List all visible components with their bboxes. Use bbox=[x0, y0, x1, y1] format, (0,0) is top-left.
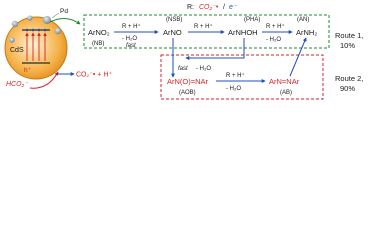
svg-text:Route 1,: Route 1, bbox=[335, 31, 363, 40]
step-nb-to-nsb: R + H⁺ - H₂O fast bbox=[114, 23, 159, 49]
step-pha-to-an: R + H⁺ - H₂O bbox=[262, 23, 293, 43]
svg-text:ArN=NAr: ArN=NAr bbox=[269, 77, 300, 86]
cds-sphere bbox=[4, 16, 68, 80]
compound-nb: ArNO₂ (NB) bbox=[88, 28, 110, 47]
pd-nanoparticle bbox=[43, 16, 51, 24]
svg-text:(AOB): (AOB) bbox=[179, 90, 196, 96]
svg-text:R + H⁺: R + H⁺ bbox=[194, 23, 213, 30]
svg-text:fast: fast bbox=[126, 43, 136, 49]
route-1-label: Route 1, 10% bbox=[335, 31, 363, 50]
route-2-label: Route 2, 90% bbox=[335, 74, 363, 93]
co2-radical-product: CO₂⁻• + H⁺ bbox=[76, 72, 112, 79]
step-aob-to-ab: R + H⁺ - H₂O bbox=[216, 72, 266, 92]
step-nsb-to-pha: R + H⁺ bbox=[188, 23, 225, 34]
svg-text:90%: 90% bbox=[340, 84, 355, 93]
compound-pha: (PHA) ArNHOH bbox=[228, 17, 260, 37]
svg-text:(AN): (AN) bbox=[297, 17, 309, 23]
svg-text:ArN(O)=NAr: ArN(O)=NAr bbox=[167, 77, 209, 86]
pd-nanoparticle bbox=[11, 20, 19, 28]
svg-text:fast: fast bbox=[178, 66, 188, 72]
svg-text:(NSB): (NSB) bbox=[166, 17, 182, 23]
holes-label: h⁺ bbox=[24, 67, 32, 74]
reaction-scheme: h⁺ CdS Pd HCO₂⁻ CO₂⁻• + H⁺ R: CO₂⁻• / e⁻… bbox=[4, 4, 363, 100]
svg-text:(PHA): (PHA) bbox=[244, 17, 260, 23]
electron: e⁻ bbox=[229, 4, 238, 11]
route-2-box bbox=[160, 54, 324, 100]
svg-text:R + H⁺: R + H⁺ bbox=[266, 23, 285, 30]
svg-text:(AB): (AB) bbox=[280, 90, 292, 96]
radical-legend: R: CO₂⁻• / e⁻ bbox=[187, 4, 238, 11]
svg-text:R + H⁺: R + H⁺ bbox=[122, 23, 141, 30]
compound-an: (AN) ArNH₂ bbox=[296, 17, 317, 37]
svg-text:/: / bbox=[223, 4, 225, 11]
co2-radical: CO₂⁻• bbox=[199, 4, 219, 11]
compound-aob: ArN(O)=NAr (AOB) bbox=[167, 77, 209, 96]
svg-text:ArNO₂: ArNO₂ bbox=[88, 28, 110, 37]
svg-text:R + H⁺: R + H⁺ bbox=[226, 72, 245, 79]
photocatalyst-particle: h⁺ CdS Pd bbox=[4, 8, 81, 80]
svg-text:- H₂O: - H₂O bbox=[122, 36, 137, 42]
svg-text:Route 2,: Route 2, bbox=[335, 74, 363, 83]
step-ab-to-an bbox=[289, 37, 307, 77]
pd-label: Pd bbox=[60, 8, 68, 15]
compound-ab: ArN=NAr (AB) bbox=[269, 77, 300, 96]
svg-text:10%: 10% bbox=[340, 41, 355, 50]
svg-text:ArNO: ArNO bbox=[163, 28, 182, 37]
svg-text:(NB): (NB) bbox=[92, 41, 104, 47]
cds-label: CdS bbox=[10, 47, 24, 54]
svg-text:ArNH₂: ArNH₂ bbox=[296, 28, 317, 37]
pd-nanoparticle bbox=[27, 15, 33, 21]
compound-nsb: (NSB) ArNO bbox=[163, 17, 182, 37]
svg-text:R:: R: bbox=[187, 4, 194, 11]
svg-text:- H₂O: - H₂O bbox=[226, 86, 241, 92]
svg-text:ArNHOH: ArNHOH bbox=[228, 28, 258, 37]
formate-oxidation: HCO₂⁻ CO₂⁻• + H⁺ bbox=[6, 71, 112, 89]
pd-nanoparticle bbox=[54, 27, 62, 35]
step-condensation: fast - H₂O bbox=[171, 38, 245, 78]
route-1-box bbox=[83, 14, 330, 49]
svg-text:- H₂O: - H₂O bbox=[266, 37, 281, 43]
formate-label: HCO₂⁻ bbox=[6, 81, 29, 88]
svg-text:- H₂O: - H₂O bbox=[196, 66, 211, 72]
pd-nanoparticle bbox=[9, 37, 15, 43]
